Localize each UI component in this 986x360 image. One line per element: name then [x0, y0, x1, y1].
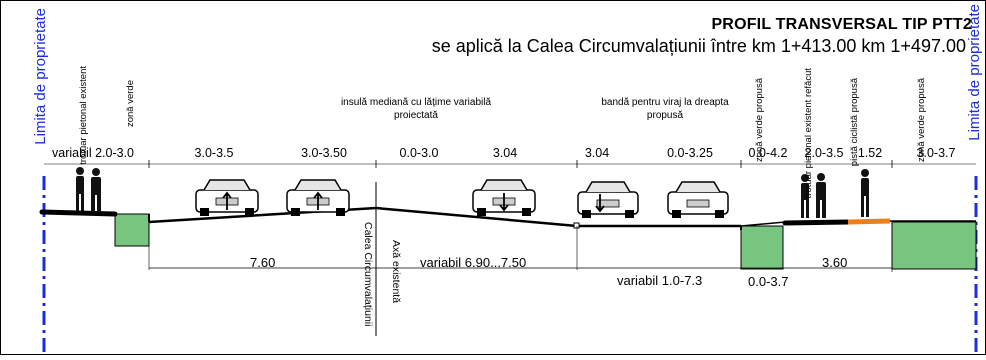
top-dim-10: 1.52 [857, 146, 883, 160]
bottom-dim-turn-variable: variabil 1.0-7.3 [617, 273, 703, 288]
bottom-dim-green-width: 0.0-3.7 [748, 274, 789, 289]
drawing-title: PROFIL TRANSVERSAL TIP PTT2 [711, 16, 972, 33]
drain-marker [573, 222, 580, 229]
existing-axis-label: Axă existentă [390, 240, 402, 304]
property-limit-right-label: Limita de proprietate [966, 4, 983, 141]
property-limit-left-label: Limita de proprietate [32, 8, 49, 145]
zone-label-median-island: insulă mediană cu lățime variabilă proie… [340, 97, 492, 121]
bottom-dim-left-width: 7.60 [250, 255, 276, 270]
car-left-2 [286, 179, 350, 216]
green-zone-right [891, 221, 977, 270]
car-left-1 [195, 179, 259, 216]
bike-lane-line [847, 218, 891, 225]
top-dim-3: 3.0-3.50 [301, 146, 347, 160]
pedestrians-right [801, 173, 826, 218]
drawing-subtitle: se aplică la Calea Circumvalațiunii într… [431, 36, 966, 56]
top-dim-8: 0.0-4.2 [748, 146, 788, 160]
roadway-profile [148, 206, 741, 228]
cyclist [861, 169, 869, 217]
left-sidewalk-profile [39, 209, 118, 217]
green-strip-top [740, 221, 786, 227]
car-right-1 [472, 179, 536, 216]
top-dim-6: 3.04 [584, 146, 610, 160]
top-dim-5: 3.04 [492, 146, 518, 160]
top-dim-7: 0.0-3.25 [667, 146, 713, 160]
bottom-dim-right-width: variabil 6.90...7.50 [420, 255, 527, 270]
car-right-2 [577, 181, 639, 218]
bottom-dim-sidewalk-total: 3.60 [822, 255, 848, 270]
green-zone-left [114, 213, 150, 247]
street-axis-label: Calea Circumvalațiunii [362, 222, 374, 327]
zone-label-sidewalk-redone: trotuar pietonal existent refăcut [803, 68, 814, 199]
top-dim-2: 3.0-3.5 [194, 146, 234, 160]
top-dim-1: variabil 2.0-3.0 [52, 146, 134, 160]
top-dimension-ticks [44, 160, 976, 168]
zone-label-green-left: zonă verde [125, 80, 136, 128]
green-zone-proposed [740, 225, 784, 270]
top-dim-4: 0.0-3.0 [399, 146, 439, 160]
pedestrians-left [76, 167, 101, 212]
zone-label-turn-lane: bandă pentru viraj la dreapta propusă [601, 97, 729, 121]
top-dim-11: 3.0-3.7 [916, 146, 956, 160]
sidewalk-redone-line [782, 219, 851, 226]
top-dim-9: 2.0-3.5 [804, 146, 844, 160]
car-right-3 [667, 181, 729, 218]
